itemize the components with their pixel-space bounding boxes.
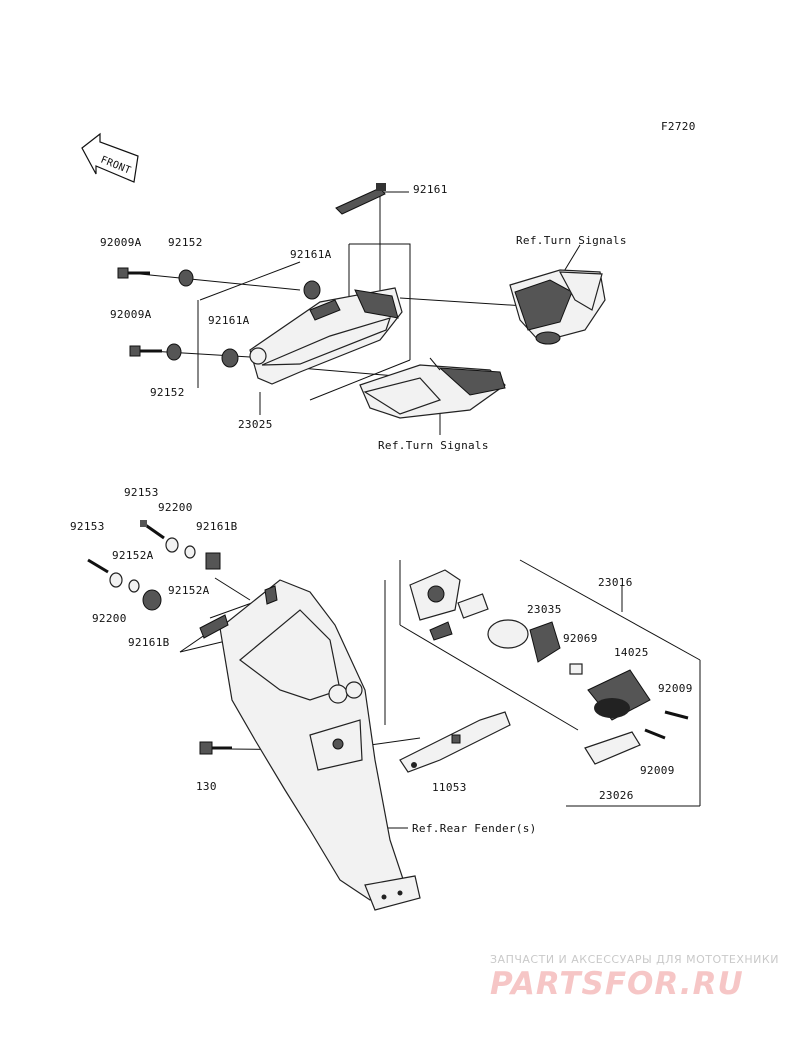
part-92161-strap <box>335 183 386 215</box>
label-ref-turn-signals-1: Ref.Turn Signals <box>516 234 627 247</box>
label-92161a-1: 92161A <box>290 248 332 261</box>
label-92009-1: 92009 <box>658 682 693 695</box>
label-92069: 92069 <box>563 632 598 645</box>
turn-signal-upper <box>509 269 606 345</box>
label-92152a-1: 92152A <box>112 549 154 562</box>
figure-code: F2720 <box>661 120 696 133</box>
part-23035-socket <box>487 619 561 663</box>
part-92152a-collar-1 <box>184 545 196 559</box>
label-92009-2: 92009 <box>640 764 675 777</box>
part-92069-bulb <box>569 663 583 675</box>
label-11053: 11053 <box>432 781 467 794</box>
part-92009-screw-2 <box>644 728 666 740</box>
part-92161a-damper-2 <box>221 348 239 368</box>
label-92161b-2: 92161B <box>128 636 170 649</box>
part-92200-washer-2 <box>109 572 123 588</box>
part-92152a-collar-2 <box>128 579 140 593</box>
part-23026-lens <box>584 731 641 765</box>
part-92161b-damper-1 <box>205 552 221 570</box>
rear-fender <box>199 579 421 911</box>
label-23035: 23035 <box>527 603 562 616</box>
part-130-bolt <box>199 741 232 755</box>
watermark-logo: PARTSFOR.RU <box>490 966 744 1002</box>
part-92153-screw-2 <box>87 558 109 574</box>
watermark-tagline: ЗАПЧАСТИ И АКСЕССУАРЫ ДЛЯ МОТОТЕХНИКИ <box>490 953 779 966</box>
label-92161b-1: 92161B <box>196 520 238 533</box>
turn-signal-lower <box>359 357 506 419</box>
part-92009-screw-1 <box>664 710 689 720</box>
label-23016: 23016 <box>598 576 633 589</box>
part-92152-grommet-1 <box>178 269 194 287</box>
label-130: 130 <box>196 780 217 793</box>
part-92009a-bolt-1 <box>117 267 150 279</box>
part-92161b-damper-2 <box>142 589 162 611</box>
part-23025-bracket <box>249 287 403 385</box>
label-92200-1: 92200 <box>158 501 193 514</box>
front-arrow-icon: FRONT <box>81 132 139 183</box>
label-92153-1: 92153 <box>124 486 159 499</box>
label-23026: 23026 <box>599 789 634 802</box>
label-92152-2: 92152 <box>150 386 185 399</box>
label-92153-2: 92153 <box>70 520 105 533</box>
label-92161a-2: 92161A <box>208 314 250 327</box>
label-92009a-2: 92009A <box>110 308 152 321</box>
label-92152-1: 92152 <box>168 236 203 249</box>
label-23025: 23025 <box>238 418 273 431</box>
label-ref-rear-fender: Ref.Rear Fender(s) <box>412 822 537 835</box>
label-14025: 14025 <box>614 646 649 659</box>
part-92152-grommet-2 <box>166 343 182 361</box>
part-11053-bracket <box>399 711 511 773</box>
part-14025-cover <box>587 669 651 721</box>
label-92152a-2: 92152A <box>168 584 210 597</box>
part-23016-lamp-assembly <box>409 569 489 641</box>
label-ref-turn-signals-2: Ref.Turn Signals <box>378 439 489 452</box>
part-92161a-damper-1 <box>303 280 321 300</box>
label-92161: 92161 <box>413 183 448 196</box>
part-92200-washer-1 <box>165 537 179 553</box>
part-92153-screw-1 <box>140 520 165 540</box>
label-92200-2: 92200 <box>92 612 127 625</box>
label-92009a-1: 92009A <box>100 236 142 249</box>
part-92009a-bolt-2 <box>129 345 162 357</box>
